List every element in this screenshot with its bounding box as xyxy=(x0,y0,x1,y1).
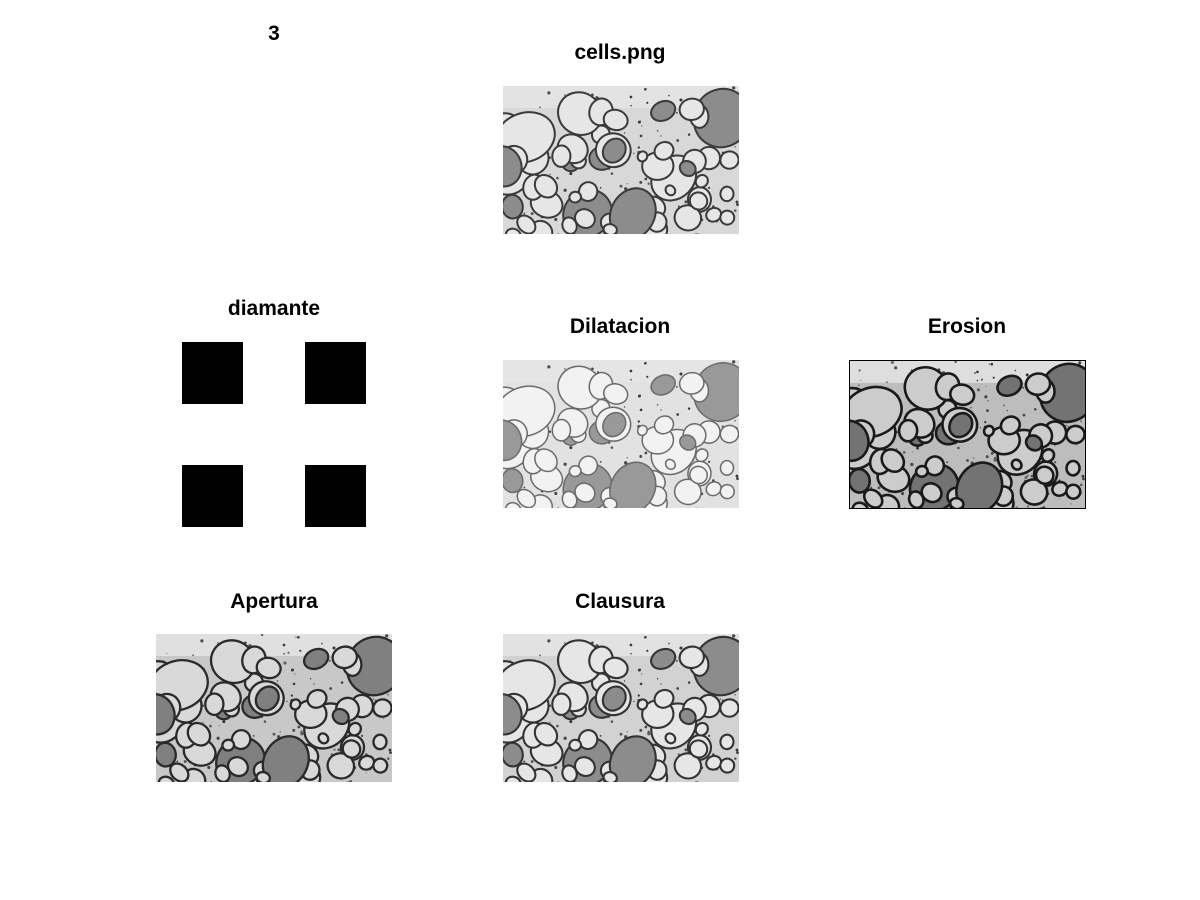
structuring-element-cell xyxy=(305,465,366,527)
panel-title-dilation: Dilatacion xyxy=(569,315,671,338)
image-closing xyxy=(503,634,739,782)
structuring-element-cell xyxy=(182,465,243,527)
image-opening xyxy=(156,634,392,782)
structuring-element-cell xyxy=(182,342,243,404)
panel-title-structuring-element: diamante xyxy=(227,297,321,320)
panel-title-original: cells.png xyxy=(574,41,666,64)
image-erosion xyxy=(849,360,1086,509)
figure-number-label: 3 xyxy=(268,22,280,45)
panel-title-closing: Clausura xyxy=(575,590,665,613)
panel-title-erosion: Erosion xyxy=(927,315,1007,338)
image-dilation xyxy=(503,360,739,508)
image-original xyxy=(503,86,739,234)
structuring-element-cell xyxy=(305,342,366,404)
panel-title-opening: Apertura xyxy=(230,590,318,613)
